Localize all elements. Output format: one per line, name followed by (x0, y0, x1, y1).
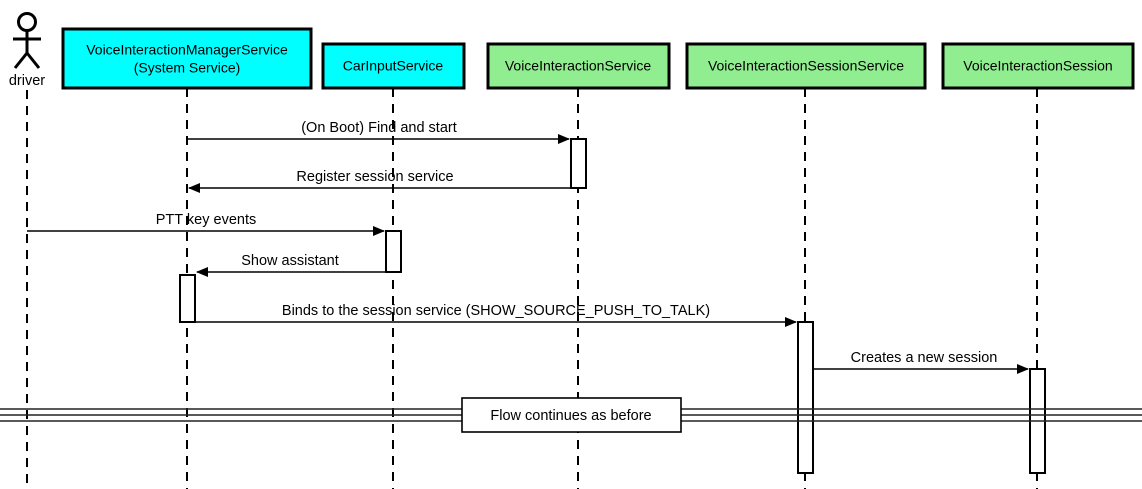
message-label-4: Show assistant (241, 253, 339, 269)
message-creates-a-new-session[interactable]: Creates a new session (813, 350, 1029, 374)
participant-voiceinteractionsession[interactable]: VoiceInteractionSession (941, 42, 1135, 90)
message-label-2: Register session service (296, 169, 453, 185)
message-label-3: PTT key events (156, 212, 256, 228)
message-label-5: Binds to the session service (SHOW_SOURC… (282, 303, 710, 319)
divider-label: Flow continues as before (490, 408, 651, 424)
message-label-6: Creates a new session (851, 350, 998, 366)
activation-bar-voiceinteractionservice (570, 138, 587, 189)
activation-bar-voiceinteractionsessionservice (797, 321, 814, 474)
divider-flow-continues: Flow continues as before (0, 397, 1142, 433)
divider-box (461, 397, 682, 433)
participant-box-vims[interactable] (61, 27, 313, 90)
activation-bar-carinputservice (385, 230, 402, 273)
actor-driver[interactable]: driver (9, 12, 45, 489)
message-label-1: (On Boot) Find and start (301, 120, 457, 136)
actor-leg-left-icon (13, 52, 29, 69)
message-ptt-key-events[interactable]: PTT key events (27, 212, 385, 236)
participant-box-voiceinteractionsession[interactable] (941, 42, 1135, 90)
message-show-assistant[interactable]: Show assistant (196, 253, 386, 277)
participant-voiceinteractionsessionservice[interactable]: VoiceInteractionSessionService (685, 42, 927, 90)
participant-voiceinteractionservice[interactable]: VoiceInteractionService (486, 42, 671, 90)
participant-label-voiceinteractionsession: VoiceInteractionSession (963, 58, 1112, 74)
actor-leg-right-icon (25, 52, 41, 69)
participant-box-voiceinteractionservice[interactable] (486, 42, 671, 90)
actor-head-icon (17, 12, 37, 32)
participant-label-carinputservice: CarInputService (343, 58, 444, 74)
participant-label-voiceinteractionservice: VoiceInteractionService (505, 58, 652, 74)
participant-vims[interactable]: VoiceInteractionManagerService (System S… (61, 27, 313, 90)
activation-bar-vims (179, 274, 196, 323)
participant-label-vims-line1: VoiceInteractionManagerService (86, 42, 288, 58)
message-on-boot-find-and-start[interactable]: (On Boot) Find and start (187, 120, 570, 144)
participant-label-voiceinteractionsessionservice: VoiceInteractionSessionService (708, 58, 904, 74)
participant-box-voiceinteractionsessionservice[interactable] (685, 42, 927, 90)
message-register-session-service[interactable]: Register session service (188, 169, 571, 193)
participant-box-carinputservice[interactable] (321, 42, 466, 90)
actor-label: driver (9, 73, 45, 89)
message-binds-to-session-service[interactable]: Binds to the session service (SHOW_SOURC… (180, 303, 797, 327)
participant-carinputservice[interactable]: CarInputService (321, 42, 466, 90)
participant-label-vims-line2: (System Service) (134, 60, 241, 76)
